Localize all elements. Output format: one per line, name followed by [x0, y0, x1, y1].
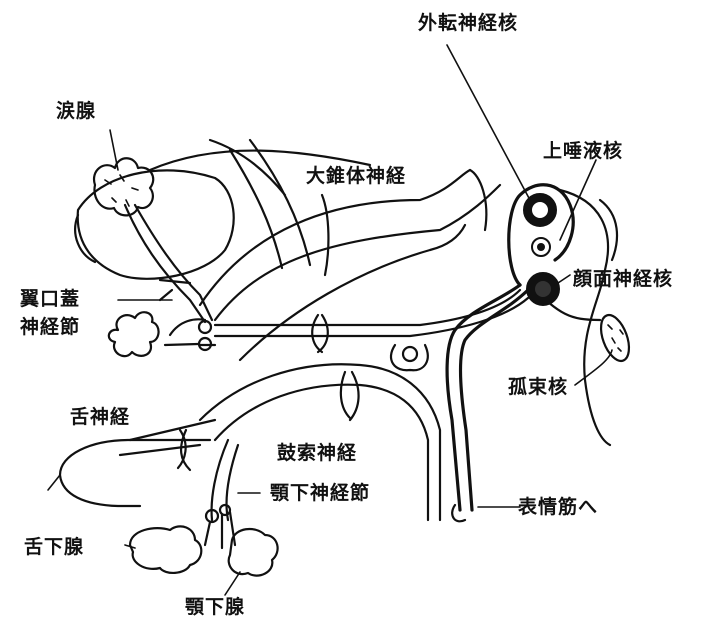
label-greater-petrosal-nerve: 大錐体神経: [306, 167, 406, 186]
facial-nerve-trunk: [200, 285, 528, 510]
label-to-facial-muscles: 表情筋へ: [518, 498, 598, 517]
zygomatic-branch: [125, 205, 205, 322]
label-sublingual-gland: 舌下腺: [24, 538, 84, 557]
label-solitary-nucleus: 孤束核: [508, 378, 568, 397]
solitary-nucleus-shape: [596, 311, 635, 364]
submandibular-gland-shape: [229, 529, 278, 576]
label-submandibular-ganglion: 顎下神経節: [270, 484, 370, 503]
label-submandibular-gland: 顎下腺: [185, 598, 245, 617]
tongue-outline: [60, 440, 210, 506]
submandibular-ganglion-shape: [205, 505, 235, 548]
label-lingual-nerve: 舌神経: [70, 408, 130, 427]
label-pterygopalatine-1: 翼口蓋: [20, 290, 80, 309]
label-pterygopalatine-2: 神経節: [20, 318, 80, 337]
geniculate-ganglion: [391, 345, 428, 370]
pterygopalatine-ganglion: [109, 312, 211, 356]
greater-petrosal-line: [322, 195, 328, 275]
label-facial-nucleus: 顔面神経核: [573, 270, 673, 289]
sublingual-gland-shape: [130, 526, 201, 573]
label-chorda-tympani: 鼓索神経: [277, 444, 357, 463]
label-lacrimal-gland: 涙腺: [56, 102, 96, 121]
label-abducens-nucleus: 外転神経核: [418, 14, 518, 33]
label-superior-salivatory-nucleus: 上唾液核: [543, 142, 623, 161]
